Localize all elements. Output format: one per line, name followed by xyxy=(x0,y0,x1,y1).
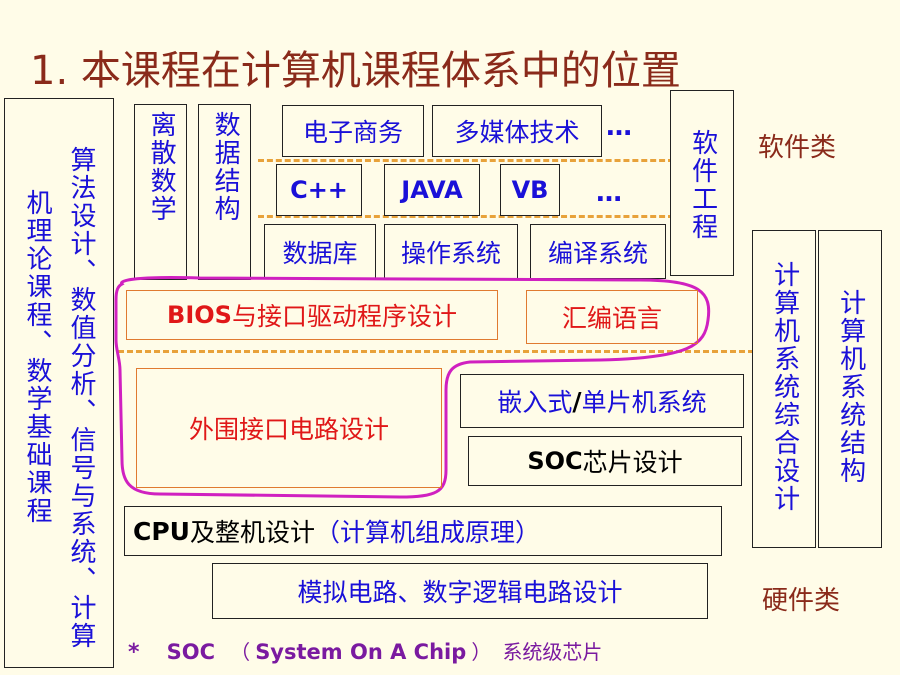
footnote-desc: 系统级芯片 xyxy=(502,640,603,664)
bios-text-prefix: BIOS xyxy=(167,301,232,329)
bios-text-suffix: 与接口驱动程序设计 xyxy=(231,302,457,331)
java-text: JAVA xyxy=(401,176,463,204)
embedded-text-suffix: 单片机系统 xyxy=(581,388,707,417)
cpu-text-suffix: （计算机组成原理） xyxy=(315,518,541,547)
discrete-math-text: 离散数学 xyxy=(146,111,177,223)
footnote-close-paren: ） xyxy=(471,640,492,664)
embedded-box: 嵌入式 / 单片机系统 xyxy=(460,374,744,428)
soc-text-prefix: SOC xyxy=(527,447,583,475)
os-box: 操作系统 xyxy=(384,224,518,279)
footnote-open-paren: （ xyxy=(230,640,251,664)
vb-text: VB xyxy=(511,176,549,204)
data-structure-box: 数据结构 xyxy=(198,104,251,280)
dashed-line-software-mid xyxy=(258,215,674,218)
soc-text-suffix: 芯片设计 xyxy=(582,448,683,477)
soc-design-box: SOC 芯片设计 xyxy=(468,436,742,486)
database-box: 数据库 xyxy=(264,224,376,279)
java-box: JAVA xyxy=(384,164,480,216)
discrete-math-box: 离散数学 xyxy=(134,104,187,280)
software-category-label: 软件类 xyxy=(758,133,837,163)
assembly-text: 汇编语言 xyxy=(561,304,662,333)
footnote-full: System On A Chip xyxy=(255,640,467,664)
os-text: 操作系统 xyxy=(400,238,501,268)
cpp-box: C++ xyxy=(276,164,362,216)
compiler-box: 编译系统 xyxy=(530,224,666,279)
footnote-soc: SOC xyxy=(166,640,215,664)
peripheral-interface-box: 外围接口电路设计 xyxy=(136,368,442,488)
peripheral-interface-text: 外围接口电路设计 xyxy=(188,415,389,444)
embedded-text-prefix: 嵌入式 xyxy=(497,388,573,417)
vb-box: VB xyxy=(500,164,560,216)
computer-system-design-text: 计算机系统综合设计 xyxy=(769,261,800,513)
analog-digital-box: 模拟电路、数字逻辑电路设计 xyxy=(212,563,708,619)
compiler-text: 编译系统 xyxy=(547,238,648,268)
software-engineering-text: 软件工程 xyxy=(687,129,718,241)
computer-architecture-text: 计算机系统结构 xyxy=(835,289,866,485)
bios-driver-box: BIOS 与接口驱动程序设计 xyxy=(126,290,498,340)
ecommerce-box: 电子商务 xyxy=(282,105,424,157)
cpp-text: C++ xyxy=(290,176,348,204)
math-theory-courses-box: 算法设计、数值分析、信号与系统、计算 机理论课程、数学基础课程 xyxy=(4,98,114,668)
dashed-line-hw-sw-divider xyxy=(118,350,754,353)
database-text: 数据库 xyxy=(282,238,358,268)
ellipsis-top: … xyxy=(606,112,632,142)
assembly-box: 汇编语言 xyxy=(526,290,698,344)
dashed-line-software-top xyxy=(258,159,674,162)
cpu-design-box: CPU 及整机设计 （计算机组成原理） xyxy=(124,506,722,556)
multimedia-box: 多媒体技术 xyxy=(432,105,602,157)
hardware-category-label: 硬件类 xyxy=(762,586,841,616)
footnote: * SOC （ System On A Chip ） 系统级芯片 xyxy=(128,636,602,665)
ecommerce-text: 电子商务 xyxy=(302,118,403,147)
software-engineering-box: 软件工程 xyxy=(670,90,734,276)
footnote-star: * xyxy=(128,640,140,665)
computer-system-design-box: 计算机系统综合设计 xyxy=(752,230,816,548)
page-title: 1. 本课程在计算机课程体系中的位置 xyxy=(30,48,681,94)
embedded-text-slash: / xyxy=(572,386,582,416)
cpu-text-prefix: CPU xyxy=(133,516,190,546)
multimedia-text: 多媒体技术 xyxy=(454,118,580,147)
math-theory-courses-text-2: 算法设计、数值分析、信号与系统、计算 xyxy=(66,146,96,650)
computer-architecture-box: 计算机系统结构 xyxy=(818,230,882,548)
analog-digital-text: 模拟电路、数字逻辑电路设计 xyxy=(297,578,623,607)
cpu-text-mid: 及整机设计 xyxy=(189,518,315,547)
math-theory-courses-text-1: 机理论课程、数学基础课程 xyxy=(22,189,52,525)
data-structure-text: 数据结构 xyxy=(210,111,241,223)
ellipsis-lang: … xyxy=(596,178,622,208)
